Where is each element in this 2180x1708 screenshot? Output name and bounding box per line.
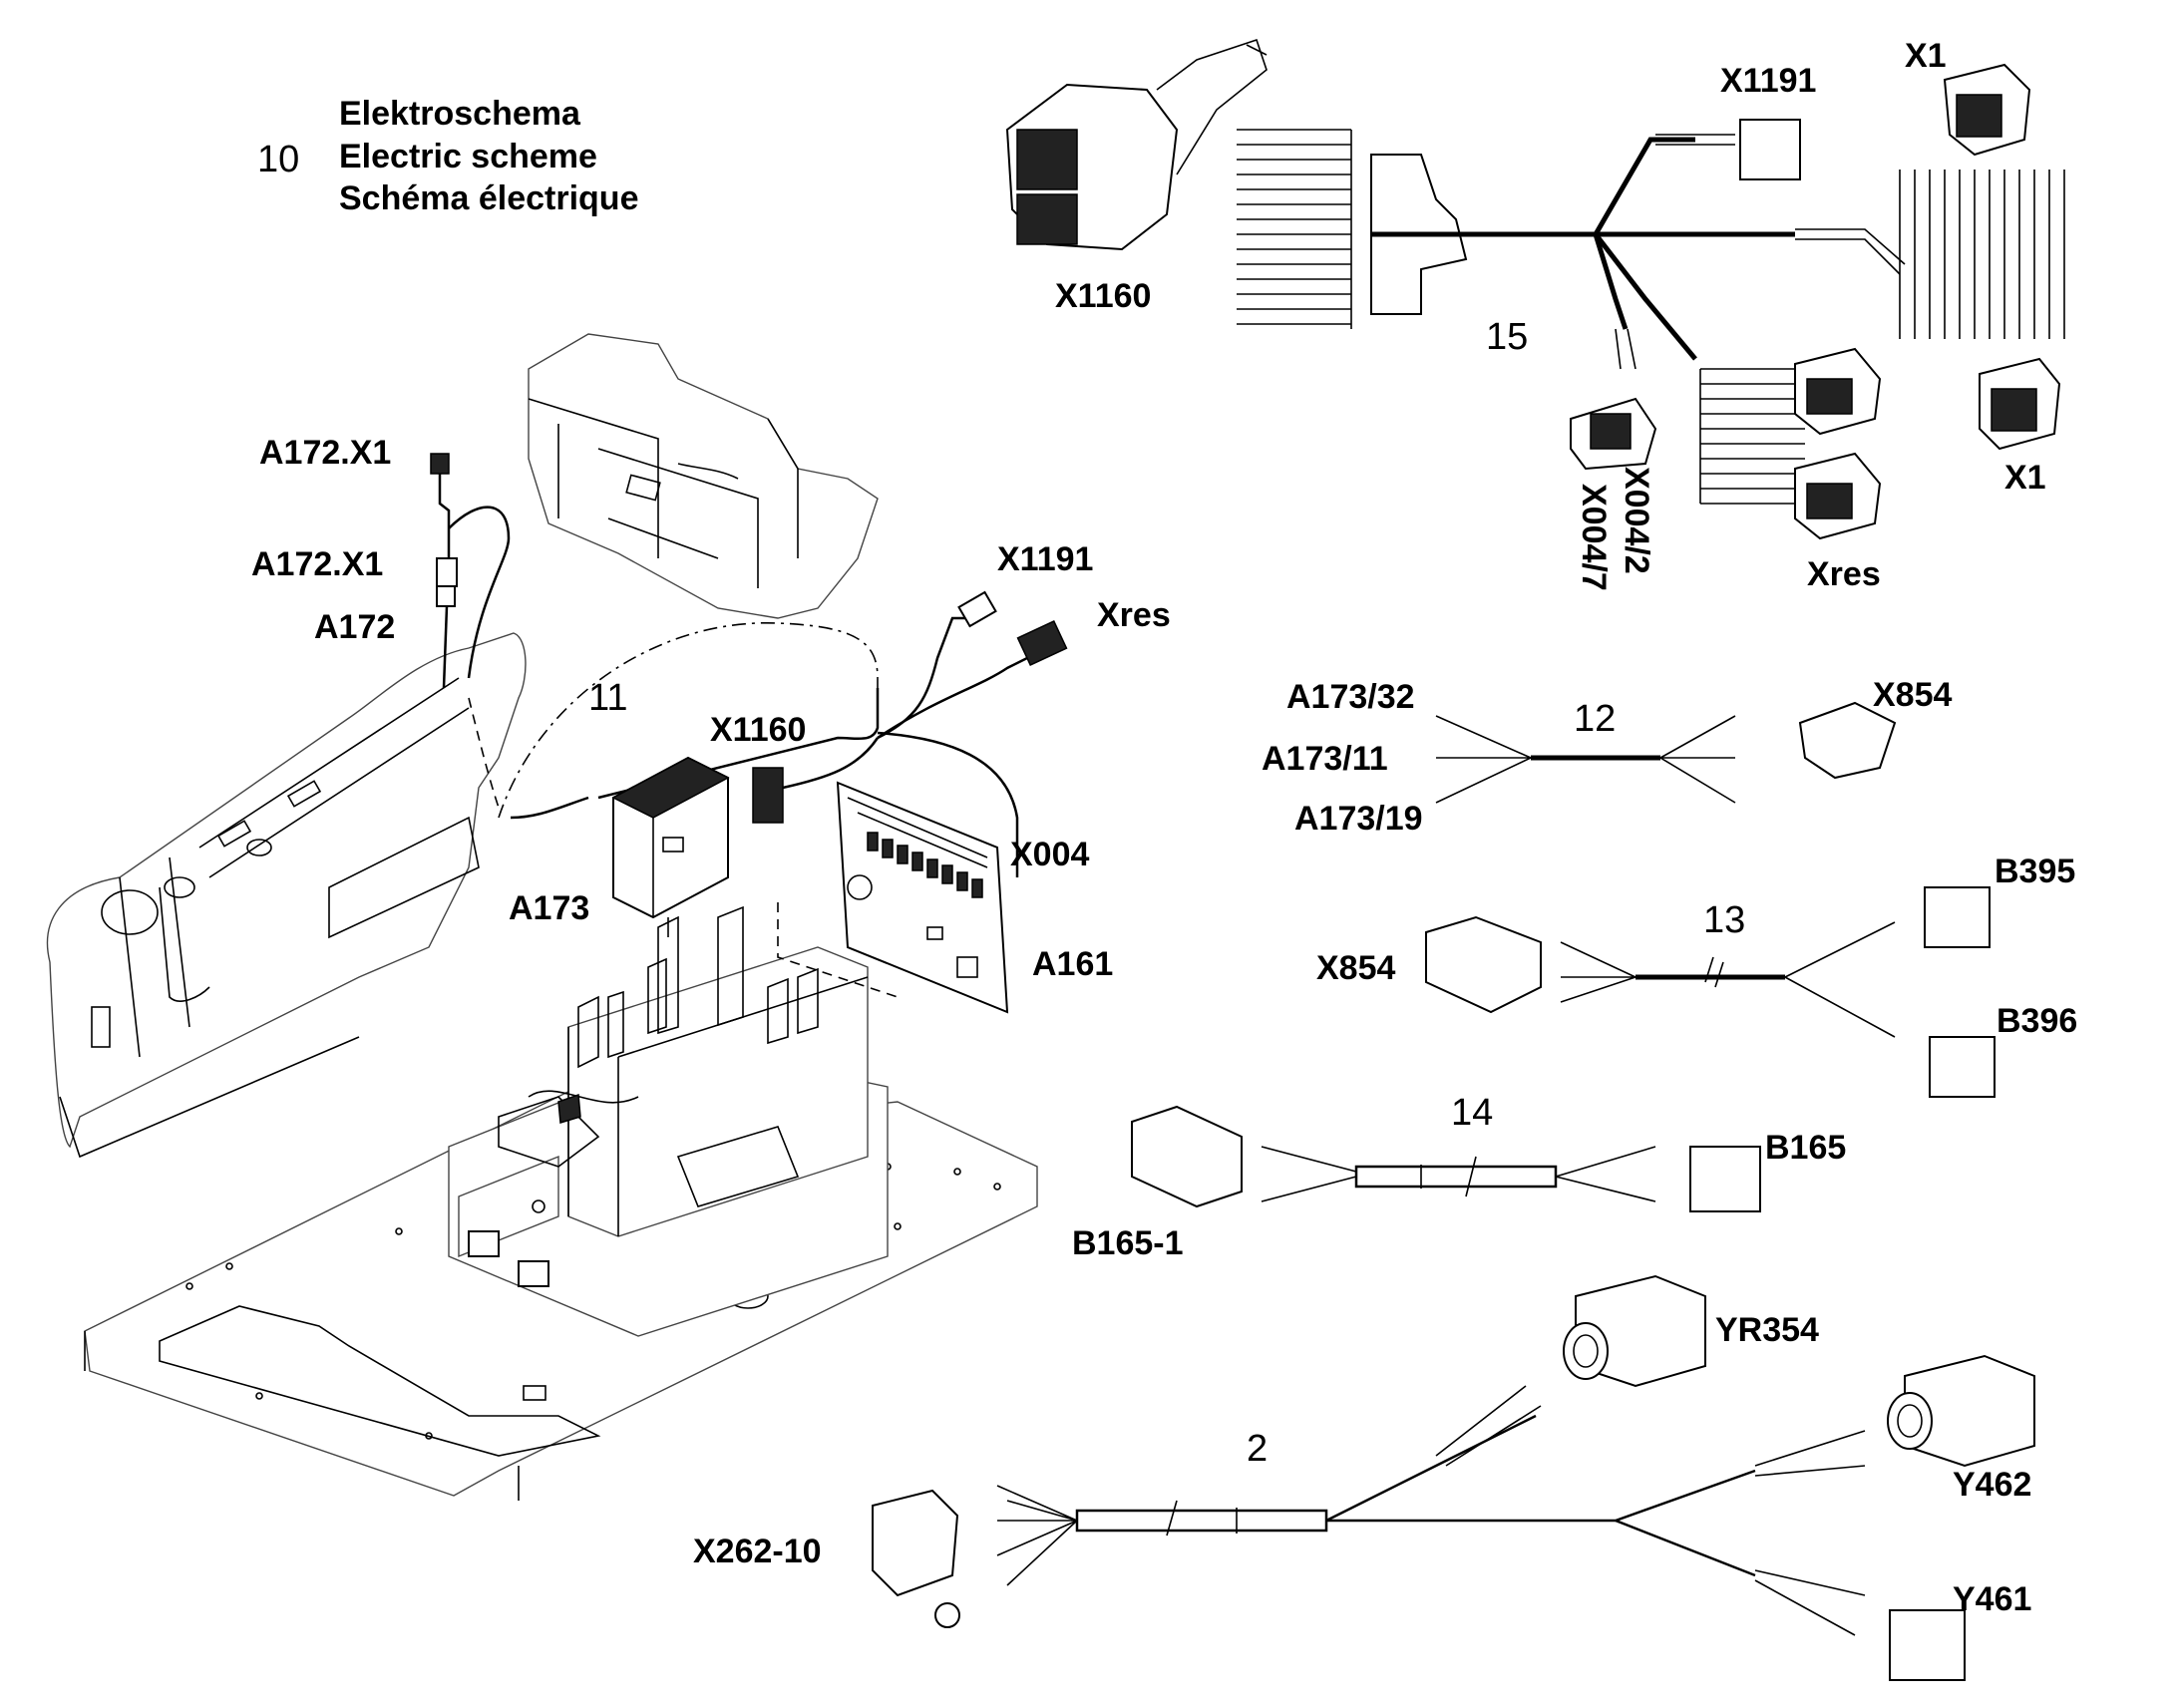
side-console-panel [46,632,527,1159]
label-b396: B396 [1997,1002,2077,1040]
routing-line-11 [498,622,879,819]
connector-a172-x1-bottom-icon [436,557,458,587]
connector-x854-left-icon [1425,915,1542,1014]
harness-15 [1005,38,2065,540]
title-german: Elektroschema [339,95,581,133]
label-x1-right: X1 [2004,459,2046,497]
label-x1160-left: X1160 [710,711,806,749]
label-a173-11: A173/11 [1262,740,1388,778]
label-x004-7: X004/7 [1575,484,1613,591]
label-x1160-top: X1160 [1055,277,1151,315]
label-a172-x1-top: A172.X1 [259,434,391,472]
cable-a172 [430,453,511,809]
label-a172-x1-bottom: A172.X1 [251,545,383,583]
label-xres-right: Xres [1807,555,1881,593]
title-french: Schéma électrique [339,179,638,217]
plug-icon [934,1602,960,1628]
connector-x854-top-icon [1798,701,1897,780]
label-y461: Y461 [1953,1580,2031,1618]
label-x1191-top: X1191 [1720,62,1816,100]
connector-b165-1-icon [1131,1105,1243,1208]
routing-line-board [777,902,899,998]
label-x1191-left: X1191 [997,540,1093,578]
connector-xres-left-icon [1016,619,1068,667]
label-a173-19: A173/19 [1294,800,1423,838]
connector-a172-icon [436,585,456,607]
part-labels: A172.X1 A172.X1 A172 X1191 Xres X1160 A1… [251,37,2077,1618]
armrest-housing [528,333,879,619]
label-xres-left: Xres [1097,596,1171,634]
label-x004: X004 [1010,836,1089,873]
connector-x1160-icon [752,767,784,824]
callout-12: 12 [1574,698,1616,740]
title-number: 10 [257,139,299,180]
title-block: 10 Elektroschema Electric scheme Schéma … [257,95,638,217]
callout-2: 2 [1247,1428,1268,1470]
label-yr354: YR354 [1715,1311,1819,1349]
circuit-board-a161 [836,781,1009,1014]
label-y462: Y462 [1953,1466,2031,1504]
label-x1-top: X1 [1905,37,1947,75]
console-housing [448,905,889,1337]
callout-13: 13 [1703,899,1745,941]
label-x854-left: X854 [1316,949,1395,987]
harness-14 [1131,1105,1761,1212]
connector-b396-icon [1929,1036,1996,1098]
connector-b395-icon [1924,886,1991,948]
title-english: Electric scheme [339,138,597,175]
harness-12 [1435,701,1897,804]
callout-11: 11 [588,677,627,719]
ecu-a173 [611,737,880,919]
label-a173-32: A173/32 [1286,678,1415,716]
label-x262-10: X262-10 [693,1533,822,1570]
callout-numbers: 2 11 12 13 14 15 [588,316,1745,1470]
label-a172: A172 [314,608,395,646]
harness-13 [1425,886,1996,1098]
connector-y461-icon [1889,1609,1966,1681]
label-b395: B395 [1995,853,2075,890]
label-x854-top: X854 [1873,676,1952,714]
label-a161: A161 [1032,945,1113,983]
label-b165-1: B165-1 [1072,1224,1184,1262]
connector-a172-x1-top-icon [430,453,450,475]
cable-x1160-side [510,688,880,820]
label-b165: B165 [1765,1129,1846,1167]
connector-x1191-left-icon [957,590,997,628]
connector-x262-10-icon [872,1489,959,1597]
label-a173: A173 [509,889,589,927]
harness-2 [872,1274,2035,1681]
cable-x1191-xres [877,590,1068,877]
connector-b165-icon [1689,1146,1761,1212]
callout-15: 15 [1486,316,1528,358]
connector-x1191-top-icon [1739,119,1801,180]
callout-14: 14 [1451,1092,1493,1134]
label-x004-2: X004/2 [1618,467,1655,574]
